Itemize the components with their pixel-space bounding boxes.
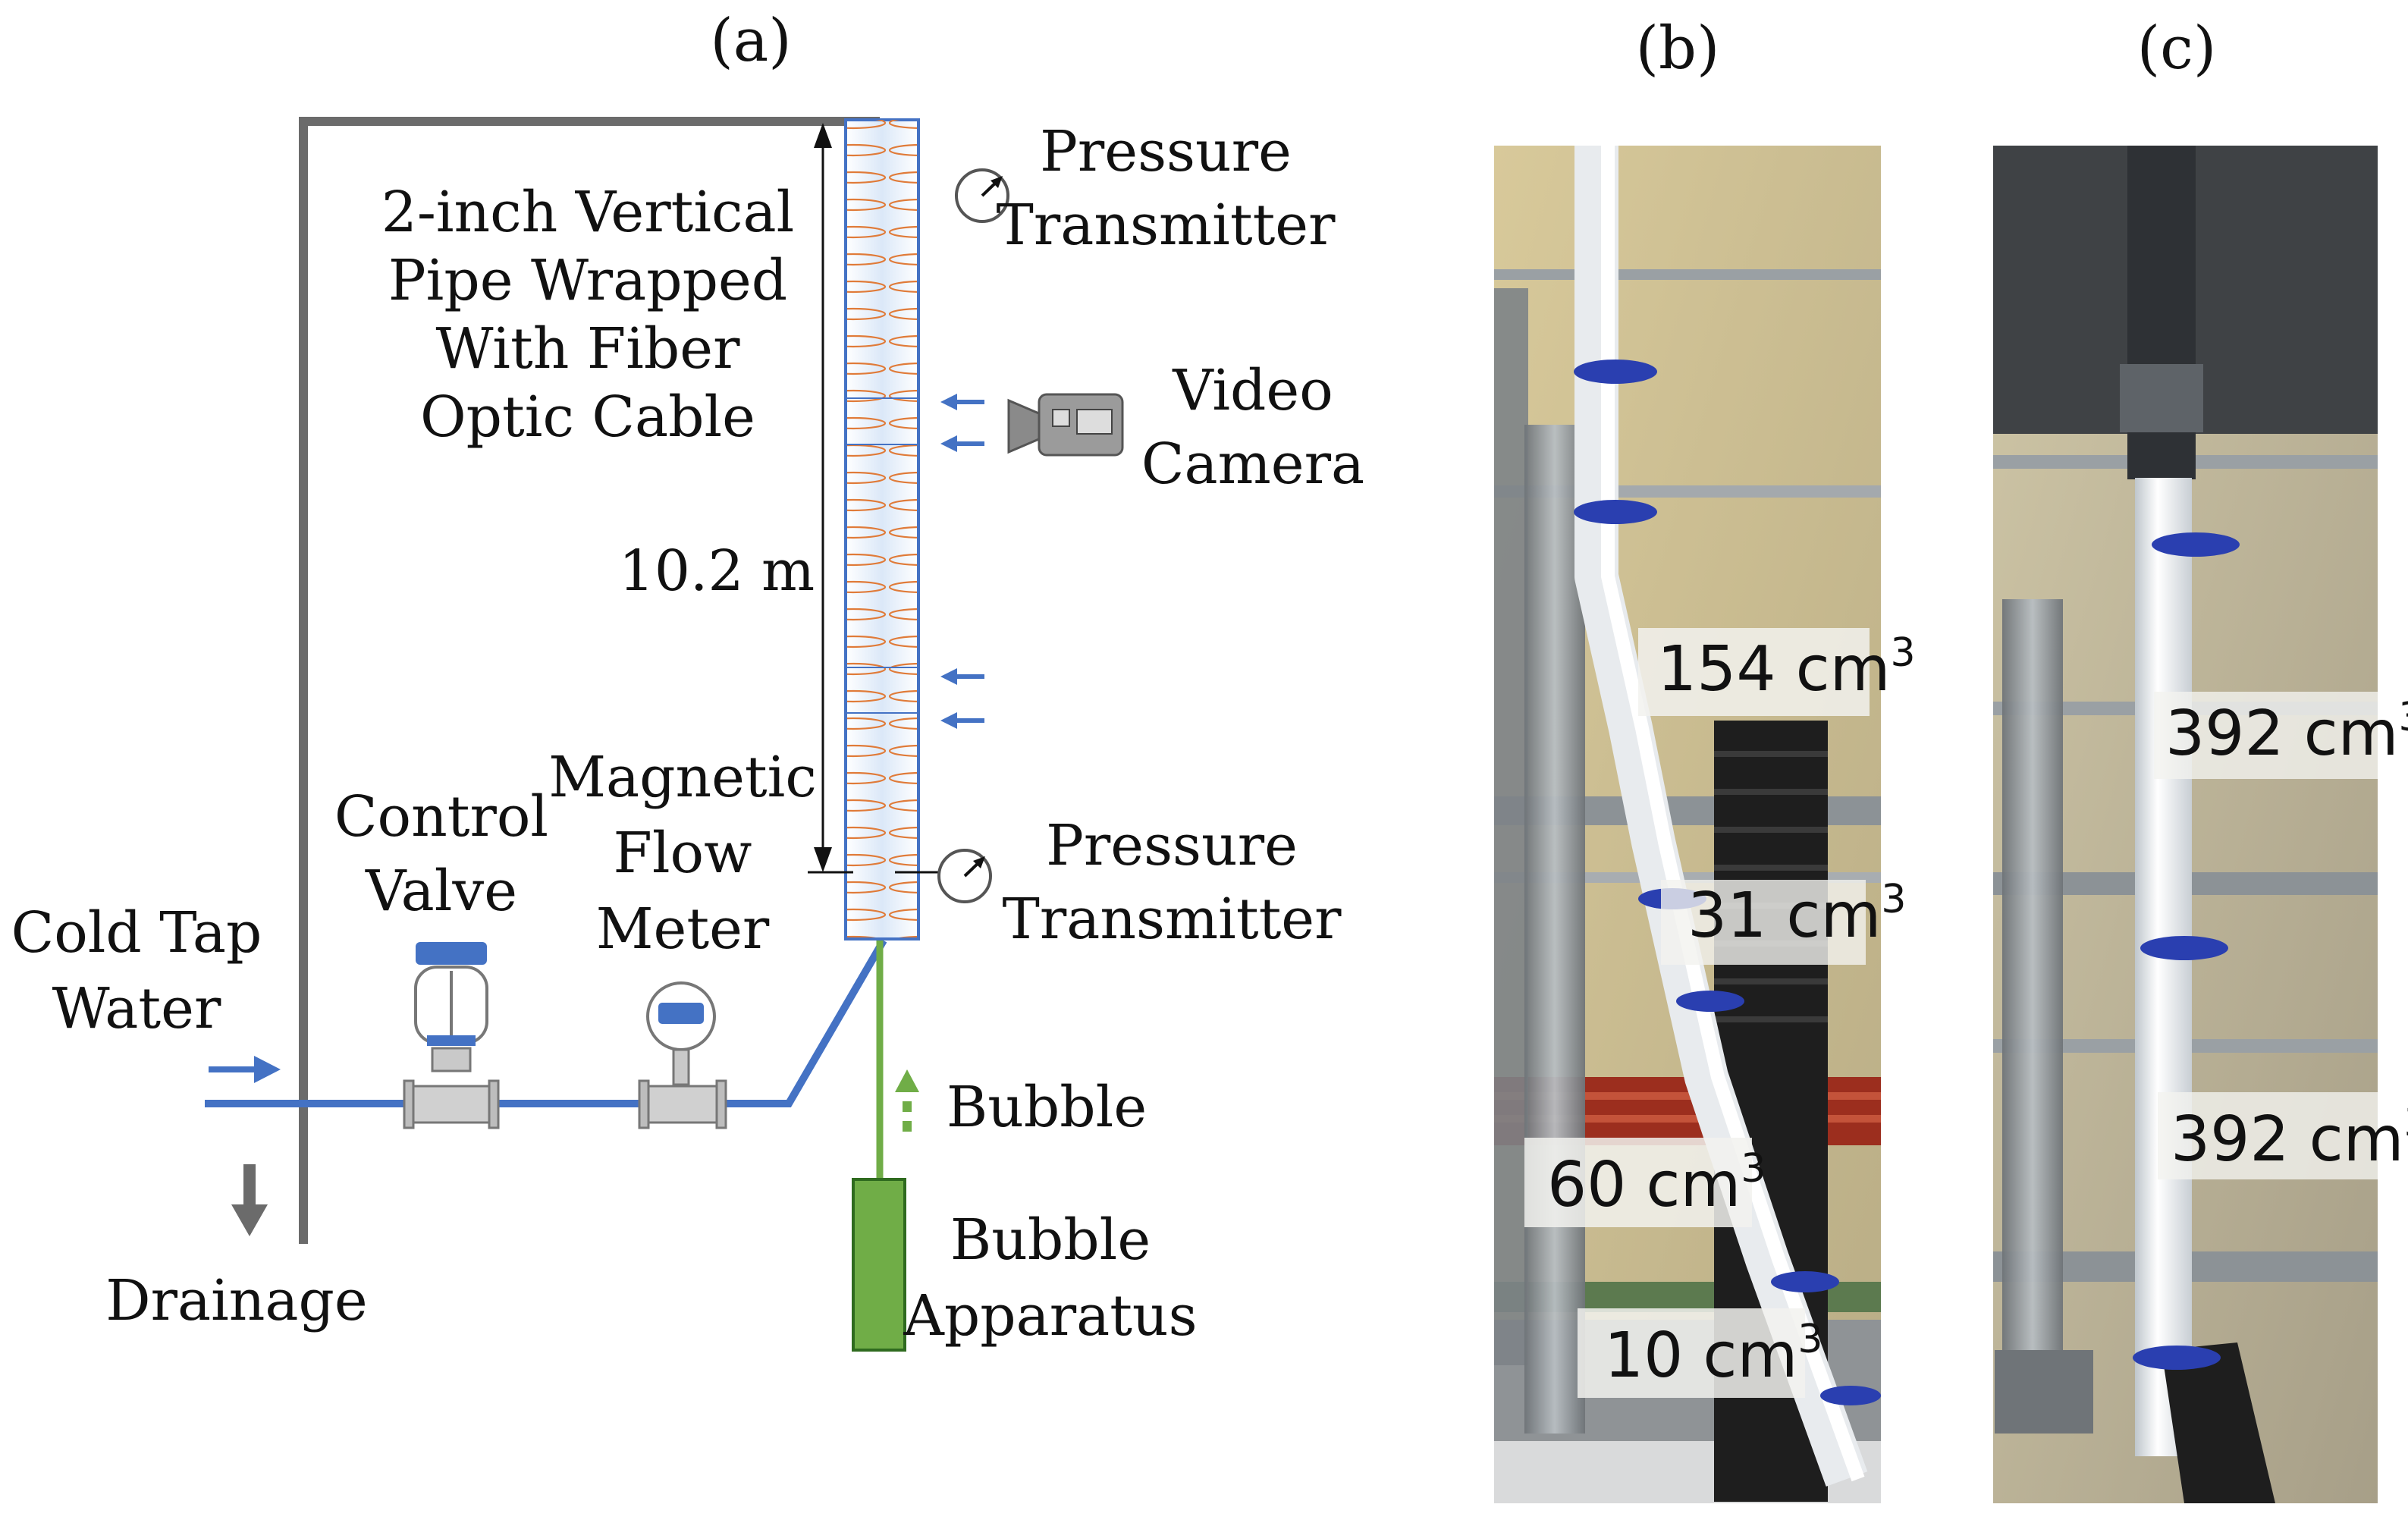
bubble-apparatus-box bbox=[852, 1178, 906, 1352]
flow-meter-icon bbox=[638, 981, 727, 1129]
height-dimension bbox=[808, 123, 853, 874]
volume-label-c-1: 392 cm3 bbox=[2154, 692, 2408, 779]
height-label: 10.2 m bbox=[619, 539, 815, 604]
pipe-label: 2-inch Vertical Pipe Wrapped With Fiber … bbox=[381, 180, 795, 450]
panel-label-a: (a) bbox=[710, 7, 791, 75]
drainage-label: Drainage bbox=[105, 1268, 367, 1333]
pressure-gauge-top-icon bbox=[955, 168, 1009, 223]
control-valve-line1: Control bbox=[334, 784, 548, 849]
pressure-gauge-bottom-icon bbox=[937, 849, 992, 903]
svg-text:31 cm3: 31 cm3 bbox=[1687, 877, 1906, 952]
volume-label-b-2: 31 cm3 bbox=[1661, 877, 1906, 965]
pressure-top-line1: Pressure bbox=[1040, 119, 1292, 184]
camera-view-arrows bbox=[940, 394, 984, 729]
bubble-apparatus-line1: Bubble bbox=[950, 1207, 1151, 1273]
panel-label-b: (b) bbox=[1636, 14, 1720, 83]
flow-meter-line2: Flow bbox=[614, 821, 752, 886]
camera-line2: Camera bbox=[1141, 432, 1364, 497]
svg-text:2-inch Vertical: 2-inch Vertical bbox=[381, 180, 795, 245]
bubble-label: Bubble bbox=[947, 1075, 1147, 1140]
flow-meter-line3: Meter bbox=[596, 897, 770, 962]
fiber-optic-coil bbox=[847, 120, 917, 937]
svg-text:60 cm3: 60 cm3 bbox=[1547, 1146, 1766, 1221]
video-camera-icon bbox=[1007, 393, 1124, 457]
svg-text:Pipe Wrapped: Pipe Wrapped bbox=[388, 248, 787, 313]
drainage-arrow-icon bbox=[231, 1164, 268, 1236]
pressure-top-line2: Transmitter bbox=[997, 193, 1336, 258]
vertical-pipe bbox=[844, 118, 920, 940]
bubble-arrow-icon bbox=[895, 1069, 919, 1132]
svg-text:10 cm3: 10 cm3 bbox=[1604, 1317, 1822, 1392]
water-line bbox=[205, 938, 887, 1107]
volume-label-b-3: 60 cm3 bbox=[1524, 1138, 1766, 1227]
bubble-apparatus-line2: Apparatus bbox=[903, 1283, 1197, 1349]
svg-text:With Fiber: With Fiber bbox=[436, 316, 741, 382]
inlet-line2: Water bbox=[52, 976, 221, 1041]
control-valve-line2: Valve bbox=[365, 859, 517, 924]
photo-c bbox=[1993, 146, 2378, 1503]
camera-line1: Video bbox=[1172, 358, 1333, 423]
panel-label-c: (c) bbox=[2137, 14, 2217, 83]
drain-frame bbox=[299, 117, 880, 1244]
svg-text:154 cm3: 154 cm3 bbox=[1657, 630, 1916, 705]
pressure-bottom-line2: Transmitter bbox=[1003, 887, 1342, 952]
volume-label-b-4: 10 cm3 bbox=[1578, 1308, 1822, 1398]
svg-text:392 cm3: 392 cm3 bbox=[2171, 1101, 2408, 1176]
inlet-arrow-icon bbox=[209, 1056, 281, 1083]
control-valve-icon bbox=[403, 942, 500, 1129]
svg-text:392 cm3: 392 cm3 bbox=[2165, 695, 2408, 770]
photo-b bbox=[1494, 146, 1881, 1503]
volume-label-c-2: 392 cm3 bbox=[2158, 1092, 2408, 1179]
volume-label-b-1: 154 cm3 bbox=[1638, 628, 1916, 716]
flow-meter-line1: Magnetic bbox=[548, 745, 817, 810]
pressure-bottom-line1: Pressure bbox=[1046, 813, 1298, 878]
inlet-line1: Cold Tap bbox=[11, 900, 262, 966]
svg-text:Optic Cable: Optic Cable bbox=[420, 385, 755, 450]
